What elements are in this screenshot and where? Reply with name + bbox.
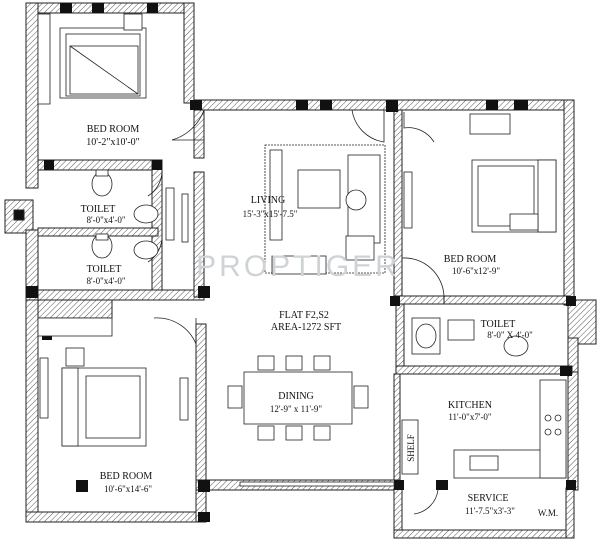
room-labels: BED ROOM 10'-2"x10'-0" TOILET 8'-0"x4'-0… [81, 124, 558, 518]
toilet-1-name: TOILET [81, 204, 116, 215]
bed-right [469, 113, 557, 233]
windows [39, 171, 413, 487]
structural-columns [13, 3, 576, 522]
toilet-2-size: 8'-0"x4'-0" [86, 276, 125, 286]
bedroom-top-size: 10'-2"x10'-0" [86, 137, 139, 148]
kitchen-name: KITCHEN [448, 400, 492, 411]
service-name: SERVICE [468, 493, 509, 504]
dining-name: DINING [278, 391, 314, 402]
dining-set [227, 355, 369, 441]
bedroom-right-name: BED ROOM [444, 254, 497, 265]
toilet-3-name: TOILET [481, 319, 516, 330]
shelf-label: SHELF [406, 434, 416, 462]
toilet-fixtures-left [91, 169, 159, 260]
internal-walls [37, 109, 573, 481]
living-size: 15'-3"x15'-7.5" [243, 209, 298, 219]
bedroom-bottom-size: 10'-6"x14'-6" [104, 484, 152, 494]
watermark: PROPTIGER [196, 250, 400, 283]
kitchen-size: 11'-0"x7'-0" [448, 412, 492, 422]
area-label: AREA-1272 SFT [271, 322, 341, 333]
toilet-1-size: 8'-0"x4'-0" [86, 215, 125, 225]
bedroom-top-name: BED ROOM [87, 124, 140, 135]
flat-label: FLAT F2,S2 [279, 310, 329, 321]
bed-bottom [37, 317, 147, 447]
wardrobe-top [37, 13, 51, 105]
bed-top [59, 13, 147, 99]
wm-label: W.M. [538, 508, 558, 518]
toilet-3-size: 8'-0" X 4'-0" [487, 330, 533, 340]
living-name: LIVING [251, 195, 285, 206]
service-size: 11'-7.5"x3'-3" [465, 506, 515, 516]
kitchen-counter [401, 379, 567, 479]
bedroom-bottom-name: BED ROOM [100, 471, 153, 482]
dining-size: 12'-9" x 11'-9" [270, 404, 323, 414]
toilet-2-name: TOILET [87, 264, 122, 275]
bedroom-right-size: 10'-6"x12'-9" [452, 266, 500, 276]
sofa-set-living [264, 144, 386, 275]
toilet-fixtures-right [411, 317, 529, 357]
